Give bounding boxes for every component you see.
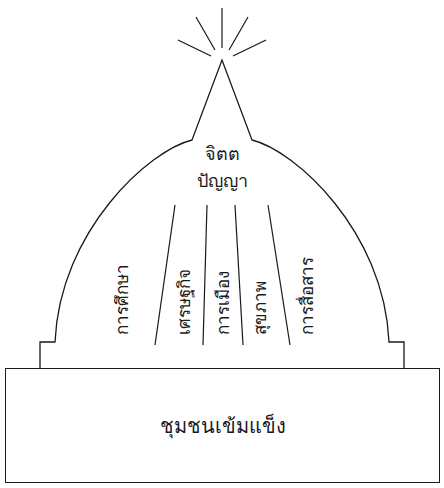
light-ray — [229, 17, 248, 50]
pillar-band: การศึกษา — [108, 261, 136, 338]
light-ray — [221, 8, 222, 48]
node-label: การศึกษา — [110, 264, 134, 335]
pillar-divider — [268, 205, 290, 345]
node-label: สุขภาพ — [249, 281, 273, 335]
node-label: เศรษฐกิจ — [173, 269, 197, 335]
node-label: การเมือง — [212, 271, 236, 335]
stupa-dome: จิตต ปัญญาการศึกษา เศรษฐกิจ การเมือง สุขภาพ… — [0, 0, 444, 369]
pillar-band: การเมือง — [210, 268, 238, 338]
light-ray — [196, 17, 215, 50]
pillar-divider — [235, 205, 243, 345]
light-ray — [178, 40, 211, 56]
dome-outline-path — [40, 60, 404, 368]
pillar-band: การสื่อสาร — [294, 254, 322, 338]
node-label: จิตต ปัญญา — [188, 140, 256, 194]
pillar-divider — [203, 205, 207, 345]
community-base: ชุมชนเข้มแข็ง — [5, 368, 440, 483]
pillar-divider — [155, 205, 175, 345]
pillar-band: เศรษฐกิจ — [171, 266, 199, 338]
node-label: ชุมชนเข้มแข็ง — [160, 412, 286, 440]
node-label: การสื่อสาร — [296, 257, 320, 335]
light-ray — [233, 40, 266, 56]
pillar-band: สุขภาพ — [247, 278, 275, 338]
